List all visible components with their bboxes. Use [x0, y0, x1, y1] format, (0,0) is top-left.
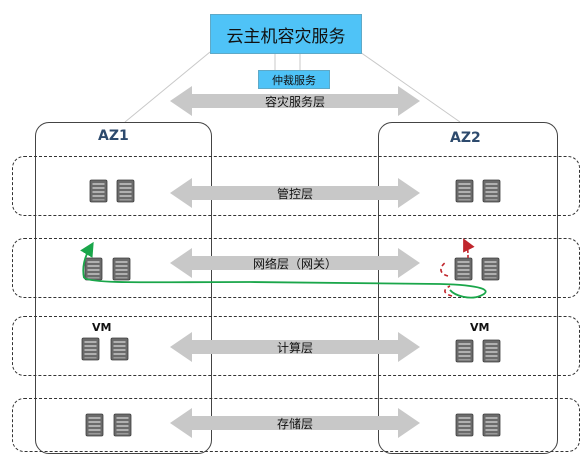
server-icon	[112, 257, 131, 281]
storage-layer	[12, 398, 580, 452]
fail-up-arrow-icon	[463, 238, 475, 259]
server-icon	[110, 337, 129, 361]
control-layer-label: 管控层	[276, 187, 313, 201]
arbitration-text: 仲裁服务	[272, 73, 316, 87]
az2-zone	[378, 122, 558, 454]
az1-label: AZ1	[98, 128, 129, 144]
control-layer	[12, 156, 580, 216]
fail-mark-icon	[444, 285, 453, 297]
server-icon	[89, 179, 108, 203]
server-icon	[482, 339, 501, 363]
compute-layer-label: 计算层	[276, 341, 313, 355]
network-layer	[12, 238, 580, 298]
network-layer-label: 网络层（网关）	[252, 257, 337, 271]
az1-vm-label: VM	[92, 321, 112, 334]
server-icon	[455, 339, 474, 363]
dr-layer-label: 容灾服务层	[264, 95, 325, 109]
server-icon	[481, 257, 500, 281]
server-icon	[482, 179, 501, 203]
server-icon	[85, 413, 104, 437]
server-icon	[81, 337, 100, 361]
server-icon	[454, 257, 473, 281]
fail-mark-icon	[440, 261, 449, 277]
server-icon	[455, 179, 474, 203]
server-icon	[113, 413, 132, 437]
az2-label: AZ2	[450, 130, 481, 146]
storage-layer-label: 存储层	[276, 417, 313, 431]
title-text: 云主机容灾服务	[226, 26, 346, 47]
arbitration-service-box: 仲裁服务	[258, 70, 330, 89]
server-icon	[482, 413, 501, 437]
server-icon	[455, 413, 474, 437]
compute-layer	[12, 316, 580, 376]
failover-arrow-icon	[83, 277, 487, 299]
cloud-host-dr-service-box: 云主机容灾服务	[210, 14, 362, 54]
az1-zone	[35, 122, 212, 454]
server-icon	[116, 179, 135, 203]
az2-vm-label: VM	[470, 321, 490, 334]
failover-start-icon	[80, 241, 94, 279]
server-icon	[84, 257, 103, 281]
